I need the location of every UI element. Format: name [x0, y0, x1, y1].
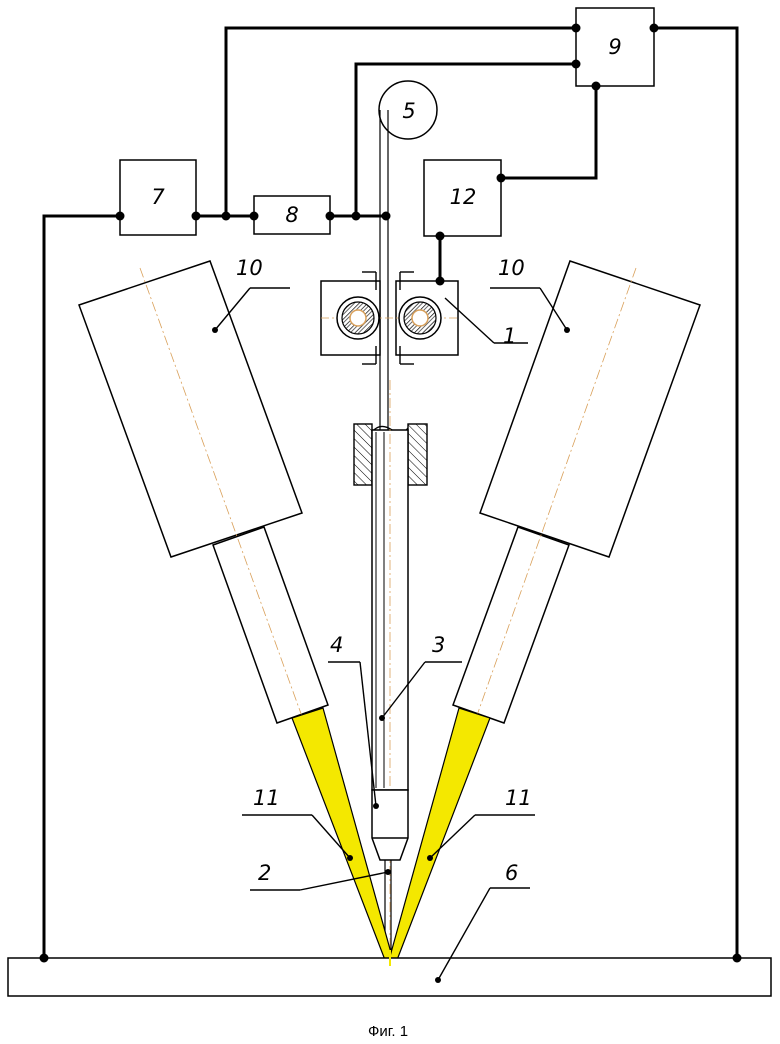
- label-3: 3: [432, 633, 445, 657]
- label-10-right: 10: [498, 256, 525, 280]
- label-7: 7: [151, 185, 165, 209]
- torch-3: 3 4: [328, 380, 462, 960]
- label-1: 1: [503, 324, 516, 348]
- label-9: 9: [608, 35, 621, 59]
- workpiece-6: 6: [8, 861, 771, 996]
- feed-mechanism-1: 1: [321, 272, 528, 364]
- figure-caption: Фиг. 1: [368, 1023, 408, 1040]
- block-12: 12: [424, 160, 501, 236]
- label-5: 5: [402, 99, 415, 123]
- block-9: 9: [576, 8, 654, 86]
- label-2: 2: [258, 861, 271, 885]
- block-8: 8: [254, 196, 330, 234]
- label-4: 4: [330, 633, 343, 657]
- label-6: 6: [505, 861, 518, 885]
- label-8: 8: [285, 203, 298, 227]
- laser-head-right: 10 11: [389, 256, 700, 960]
- label-11-left: 11: [253, 786, 280, 810]
- block-7: 7: [120, 160, 196, 235]
- laser-head-left: 10 11: [79, 256, 393, 960]
- label-10-left: 10: [236, 256, 263, 280]
- label-12: 12: [450, 185, 477, 209]
- label-11-right: 11: [505, 786, 532, 810]
